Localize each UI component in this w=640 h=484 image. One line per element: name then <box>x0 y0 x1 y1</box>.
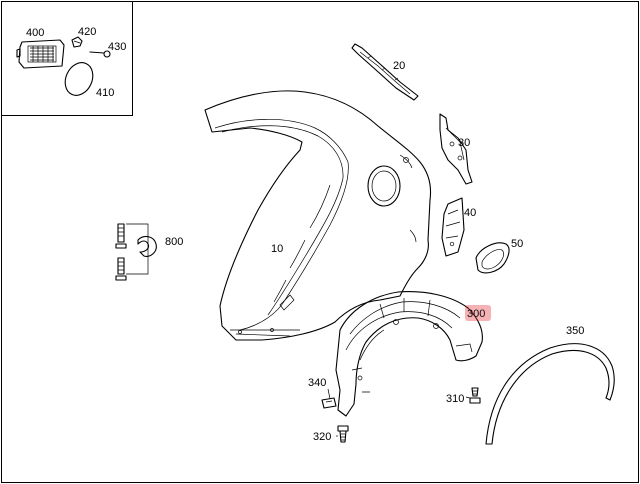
callout-20[interactable]: 20 <box>393 60 405 72</box>
part-800-bolt-set[interactable] <box>115 223 157 281</box>
callout-310[interactable]: 310 <box>446 393 464 405</box>
callout-40[interactable]: 40 <box>464 207 476 219</box>
callout-430[interactable]: 430 <box>108 41 126 53</box>
callout-410[interactable]: 410 <box>96 87 114 99</box>
callout-320[interactable]: 320 <box>313 431 331 443</box>
part-10-rear-side-panel[interactable] <box>204 90 432 341</box>
part-420-clip[interactable] <box>71 36 83 48</box>
callout-50[interactable]: 50 <box>511 238 523 250</box>
part-410-seal-ring[interactable] <box>60 58 98 100</box>
part-430-screw[interactable] <box>89 50 111 58</box>
part-310-screw[interactable] <box>469 387 481 404</box>
callout-350[interactable]: 350 <box>566 325 584 337</box>
callout-420[interactable]: 420 <box>78 26 96 38</box>
part-320-screw[interactable] <box>337 425 349 443</box>
leader-310 <box>465 396 471 399</box>
part-50-fuel-flap[interactable] <box>475 242 510 274</box>
part-40-small-bracket[interactable] <box>441 197 465 257</box>
part-340-clip[interactable] <box>321 397 337 409</box>
part-20-reinforcement-strip[interactable] <box>351 43 419 101</box>
callout-30[interactable]: 30 <box>458 137 470 149</box>
leader-340 <box>327 388 331 400</box>
part-30-bracket[interactable] <box>439 113 473 185</box>
callout-340[interactable]: 340 <box>308 377 326 389</box>
part-350-wheel-arch-trim[interactable] <box>485 343 615 445</box>
part-400-fuel-filler-housing[interactable] <box>16 39 65 69</box>
inset-box <box>1 1 133 116</box>
callout-400[interactable]: 400 <box>26 27 44 39</box>
part-300-wheel-arch-liner[interactable] <box>335 291 483 417</box>
callout-300[interactable]: 300 <box>467 308 485 320</box>
callout-800[interactable]: 800 <box>165 236 183 248</box>
callout-300-highlight <box>465 305 491 321</box>
callout-10[interactable]: 10 <box>271 243 283 255</box>
